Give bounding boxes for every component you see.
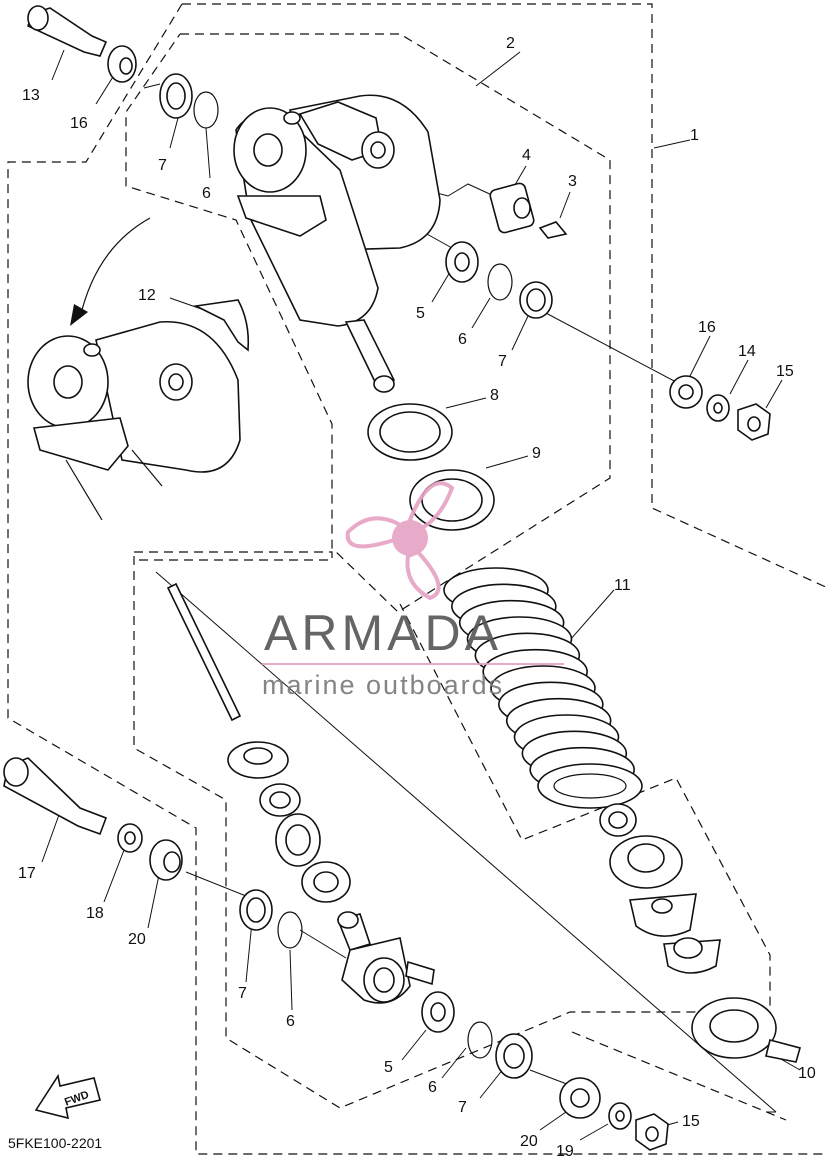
callout-6-upper-left: 6 (202, 185, 211, 202)
lower-assembly-outline (134, 551, 333, 561)
lower-eye (336, 911, 533, 1079)
lower-rod-parts (166, 582, 351, 903)
callout-5-lower: 5 (384, 1059, 393, 1076)
arrow-icon (70, 304, 88, 326)
callout-13: 13 (22, 87, 40, 104)
watermark-subtitle: marine outboards (262, 670, 504, 700)
callout-19: 19 (556, 1143, 574, 1158)
shock-body-upper (233, 94, 441, 393)
assembly-1-outline (182, 3, 829, 589)
callout-labels: 1 2 3 4 5 6 6 7 7 8 9 10 11 12 13 14 15 … (18, 35, 816, 1158)
callout-8: 8 (490, 387, 499, 404)
lower-hardware (3, 757, 669, 1151)
callout-14: 14 (738, 343, 756, 360)
shock-body-alternate (27, 217, 250, 521)
callout-6-upper-right: 6 (458, 331, 467, 348)
callout-17: 17 (18, 865, 36, 882)
callout-15-lower: 15 (682, 1113, 700, 1130)
callout-16-upper-right: 16 (698, 319, 716, 336)
spring-end (553, 773, 627, 799)
callout-15-upper: 15 (776, 363, 794, 380)
callout-6-lower-left: 6 (286, 1013, 295, 1030)
diagram-code: 5FKE100-2201 (8, 1135, 102, 1151)
fwd-arrow-icon: FWD (34, 1073, 101, 1120)
callout-16-upper-left: 16 (70, 115, 88, 132)
callout-11: 11 (614, 577, 631, 594)
callout-10: 10 (798, 1065, 816, 1082)
upper-hardware (27, 5, 771, 441)
propeller-logo-icon (345, 481, 455, 601)
callout-18: 18 (86, 905, 104, 922)
watermark: ARMADA marine outboards (262, 481, 564, 700)
callout-20-left: 20 (128, 931, 146, 948)
callout-5-upper: 5 (416, 305, 425, 322)
callout-3: 3 (568, 173, 577, 190)
assembly-2-outline (125, 33, 611, 613)
assembly-1-outline-left (7, 3, 828, 1155)
spring (443, 567, 643, 809)
watermark-title: ARMADA (264, 605, 502, 661)
spring-group-outline (571, 1031, 787, 1121)
callout-1: 1 (690, 127, 699, 144)
callout-9: 9 (532, 445, 541, 462)
callout-7-upper-left: 7 (158, 157, 167, 174)
callout-2: 2 (506, 35, 515, 52)
spring-seat-parts (599, 803, 801, 1063)
callout-7-lower-right: 7 (458, 1099, 467, 1116)
callout-6-lower-right: 6 (428, 1079, 437, 1096)
callout-7-lower-left: 7 (238, 985, 247, 1002)
callout-20-lower: 20 (520, 1133, 538, 1150)
callout-4: 4 (522, 147, 531, 164)
spring-coil (537, 763, 643, 809)
ring-nuts (367, 403, 495, 531)
callout-7-upper-right: 7 (498, 353, 507, 370)
callout-12: 12 (138, 287, 156, 304)
